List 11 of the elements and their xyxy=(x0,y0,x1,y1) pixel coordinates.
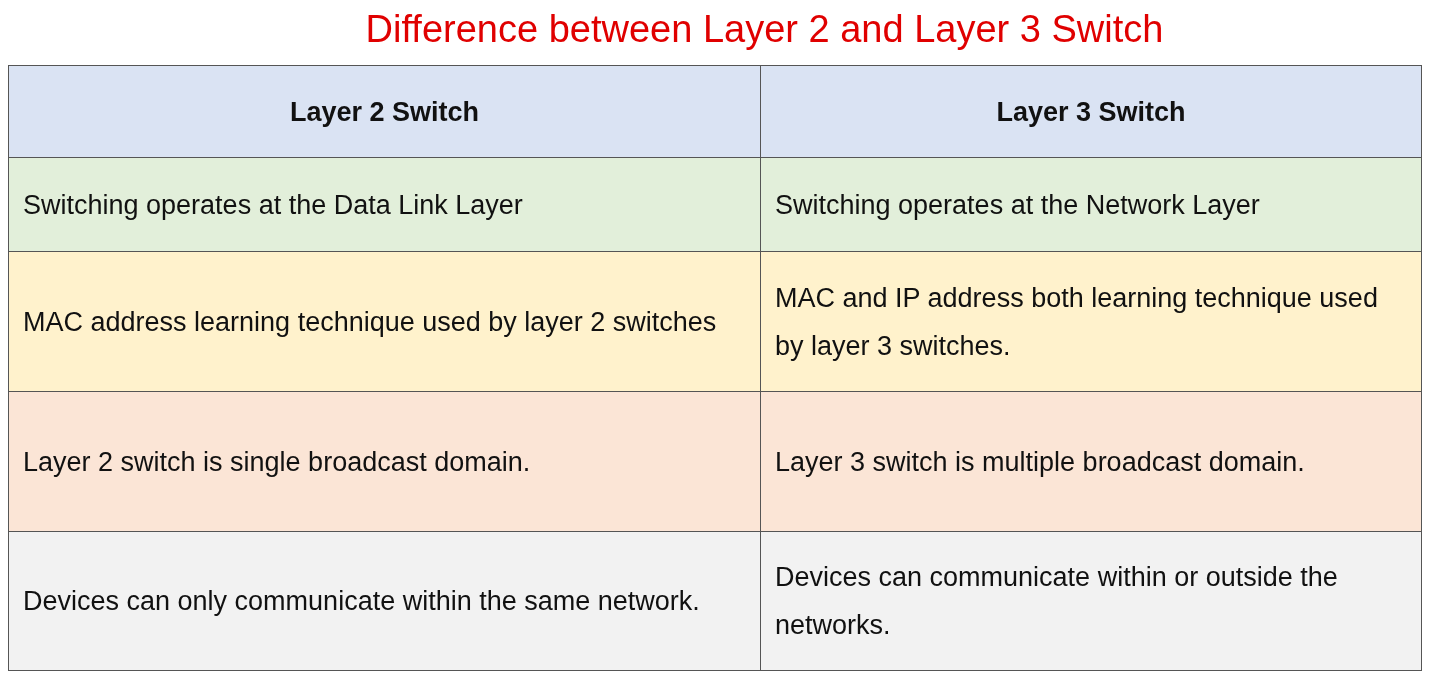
table-cell: Layer 3 switch is multiple broadcast domain. xyxy=(760,391,1422,532)
table-cell: Layer 2 switch is single broadcast domain. xyxy=(8,391,761,532)
column-header: Layer 3 Switch xyxy=(760,65,1422,158)
title: Difference between Layer 2 and Layer 3 Switch xyxy=(364,7,1165,52)
table-cell: MAC and IP address both learning technique used by layer 3 switches. xyxy=(760,251,1422,392)
table-cell: Switching operates at the Network Layer xyxy=(760,157,1422,252)
table-cell: Devices can only communicate within the same network. xyxy=(8,531,761,671)
column-header: Layer 2 Switch xyxy=(8,65,761,158)
table-cell: Switching operates at the Data Link Layer xyxy=(8,157,761,252)
table-cell: MAC address learning technique used by layer 2 switches xyxy=(8,251,761,392)
table-cell: Devices can communicate within or outside the networks. xyxy=(760,531,1422,671)
